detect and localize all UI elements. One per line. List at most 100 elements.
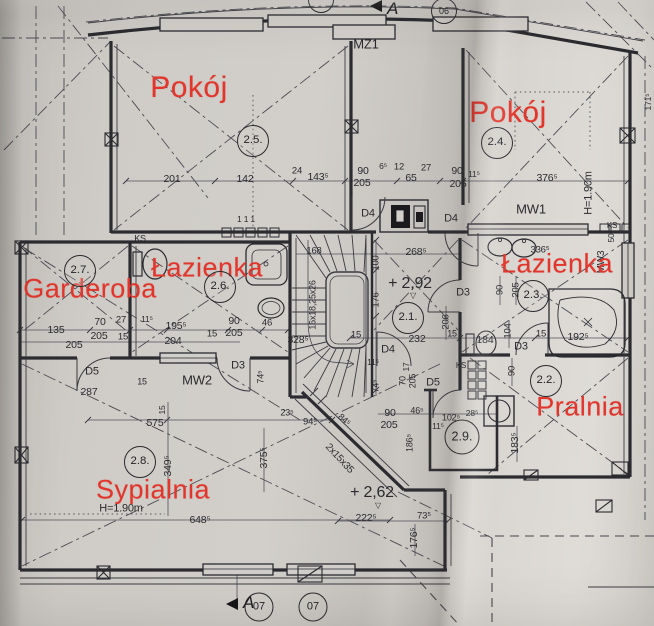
section-mark-06: 06	[431, 0, 457, 24]
dim-label-43: 176	[370, 292, 382, 308]
hol-2-1-number: 2.1.	[392, 302, 424, 334]
dim-label-91: 23⁵	[280, 407, 294, 418]
dim-label-67: 70	[397, 376, 408, 386]
label-h190-sypialnia: H=1.90m	[99, 502, 143, 515]
label-ks-3: KS	[455, 361, 467, 370]
dim-label-49: 27	[115, 314, 127, 326]
dim-label-76: 90	[384, 406, 396, 419]
dim-label-66: 17	[400, 362, 411, 372]
dim-label-58: 205	[225, 326, 243, 339]
dim-label-45: 90	[494, 284, 506, 296]
dim-label-80: 28⁵	[465, 407, 479, 418]
dim-label-75: 183⁵	[508, 432, 521, 454]
dim-label-56: 15	[206, 328, 218, 340]
dim-label-40: 268⁵	[405, 245, 427, 258]
dim-label-61: 15	[350, 329, 362, 341]
level-marker-292: ▽	[410, 291, 416, 300]
dim-label-33: 90	[451, 164, 463, 177]
level-plus-292: + 2,92	[388, 275, 432, 292]
doors	[76, 196, 549, 419]
pokoj-2-4-number: 2.4.	[481, 127, 513, 159]
label-h190-right: H=1.90m	[582, 171, 595, 215]
dim-label-50: 205	[90, 329, 108, 342]
dim-label-48: 70	[94, 315, 106, 328]
dim-label-62: 232	[408, 332, 426, 345]
dim-label-37: 171⁵	[642, 93, 653, 111]
dim-label-89: 349⁵	[161, 455, 174, 477]
pokoj-2-4-label: Pokój	[469, 96, 547, 129]
door-d4-1: D4	[361, 207, 375, 220]
dim-label-55: 204	[164, 334, 182, 347]
dim-label-42: 100	[370, 255, 382, 271]
dim-label-44: 336⁵	[530, 244, 550, 256]
dim-label-88: 15	[156, 405, 167, 415]
dim-label-23: 201	[163, 172, 181, 185]
door-d5-2: D5	[426, 376, 440, 389]
dim-label-78: 46⁵	[410, 405, 424, 416]
stair-spec: 16x18,25x26	[307, 280, 318, 330]
wall-posts	[14, 119, 636, 583]
dim-label-38: 50	[605, 233, 616, 243]
label-ks-2: KS	[606, 221, 618, 230]
level-plus-262: + 2,62	[350, 484, 394, 501]
dim-label-71: 15	[535, 328, 547, 340]
dim-label-29: 6⁵	[379, 160, 387, 171]
door-d3-1: D3	[231, 359, 245, 372]
door-d3-2: D3	[456, 286, 470, 299]
dim-label-74: 90	[506, 365, 518, 377]
dim-label-34: 205	[449, 177, 467, 190]
dim-label-63: 206	[440, 314, 452, 330]
wall-inner-lines	[20, 6, 654, 588]
dim-label-39: 1 1 1	[237, 213, 255, 224]
dim-label-73: 15	[447, 328, 457, 339]
dim-label-25: 24	[291, 165, 303, 177]
pokoj-2-5-number: 2.5.	[237, 125, 269, 157]
dim-label-83: 84⁵	[336, 411, 353, 428]
dim-label-64: 11⁵	[367, 356, 379, 367]
lazienka-2-3-label: Łazienka	[500, 248, 614, 279]
level-marker-262: ▽	[375, 501, 381, 510]
fixtures	[132, 237, 626, 427]
dim-label-87: 575	[146, 416, 164, 429]
step-spec: 2x15x35	[322, 441, 356, 476]
dim-label-35: 11⁵	[468, 168, 480, 179]
dim-label-77: 205	[380, 418, 398, 431]
dim-label-65: 74⁵	[370, 379, 381, 393]
dim-label-32: 27	[420, 162, 432, 174]
sypialnia-2-8-number: 2.8.	[124, 446, 156, 478]
dim-label-54: 195⁵	[165, 319, 187, 332]
dim-label-82: 186⁵	[404, 434, 415, 452]
door-d5-1: D5	[85, 365, 99, 378]
dim-label-69: 184	[476, 333, 494, 346]
pom-2-9-number: 2.9.	[444, 419, 480, 455]
staircase	[291, 234, 369, 405]
garderoba-2-7-number: 2.7.	[64, 255, 96, 287]
dim-label-36: 376⁵	[536, 171, 558, 184]
section-arrow-a-bottom-letter: A	[243, 593, 255, 612]
lazienka-2-3-number: 2.3.	[517, 280, 549, 312]
dim-label-79: 102⁵	[442, 412, 460, 423]
dim-label-72: 192⁵	[567, 330, 589, 343]
dim-label-93: 648⁵	[189, 513, 211, 526]
dim-label-84: 287	[80, 385, 98, 398]
pokoj-2-5-label: Pokój	[150, 71, 228, 104]
section-arrow-a-top-letter: A	[387, 0, 399, 18]
dim-label-92: 94⁵	[303, 416, 317, 428]
kneewall-dotted-lines	[30, 91, 591, 515]
section-mark-partial	[308, 0, 334, 13]
dim-label-94: 222⁵	[355, 511, 377, 524]
dim-label-96: 176⁵	[407, 527, 420, 549]
label-mw1: MW1	[516, 201, 546, 217]
dim-label-59: 46	[261, 317, 273, 329]
section-arrow-a-top-triangle-icon	[370, 0, 382, 12]
dim-label-95: 73⁵	[417, 510, 431, 522]
dim-label-26: 143⁵	[307, 170, 329, 183]
dim-label-24: 142	[236, 172, 254, 185]
dim-label-28: 205	[353, 176, 371, 189]
door-d4-3: D4	[381, 343, 395, 356]
dim-label-41: 168	[306, 245, 322, 257]
door-d3-3: D3	[514, 340, 528, 353]
dim-label-90: 375⁵	[257, 447, 270, 469]
dim-label-86: 74⁵	[255, 370, 266, 384]
